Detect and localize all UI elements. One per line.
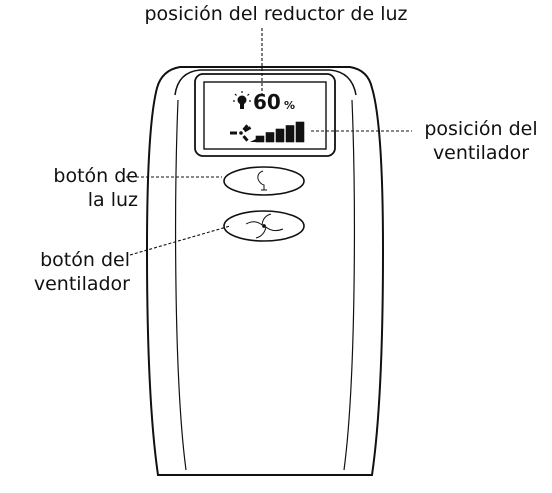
dimmer-position-label: posición del reductor de luz (0, 2, 552, 26)
fan-position-line-1: posición del (424, 118, 538, 140)
fan-speed-bar (295, 121, 305, 143)
light-level-value: 60 (253, 90, 281, 114)
fan-speed-wedge (250, 139, 256, 142)
fan-button-line-1: botón del (40, 249, 130, 271)
remote-body (145, 66, 385, 476)
fan-position-label: posición del ventilador (414, 117, 548, 165)
leader-fan-button (129, 225, 231, 256)
fan-button-line-2: ventilador (33, 273, 130, 295)
light-bulb-icon (233, 91, 251, 109)
fan-speed-indicator (250, 121, 305, 143)
fan-speed-bar (275, 128, 285, 143)
light-button-icon (257, 170, 267, 191)
light-button[interactable] (223, 166, 305, 196)
display-frame (194, 73, 336, 157)
fan-button-icon (245, 213, 284, 239)
dimmer-position-text: posición del reductor de luz (144, 3, 408, 25)
light-button-line-2: la luz (87, 189, 138, 211)
light-button-line-1: botón de (53, 165, 138, 187)
light-level-unit: % (284, 99, 295, 112)
fan-speed-bar (255, 135, 265, 143)
lcd-screen (203, 81, 327, 150)
fan-position-line-2: ventilador (432, 142, 530, 164)
fan-speed-bar (265, 132, 275, 143)
leader-lines (126, 28, 412, 256)
fan-button-label: botón del ventilador (4, 248, 130, 296)
light-button-label: botón de la luz (12, 164, 138, 212)
fan-speed-bar (285, 125, 295, 143)
fan-icon (230, 124, 252, 142)
fan-button[interactable] (223, 210, 305, 242)
